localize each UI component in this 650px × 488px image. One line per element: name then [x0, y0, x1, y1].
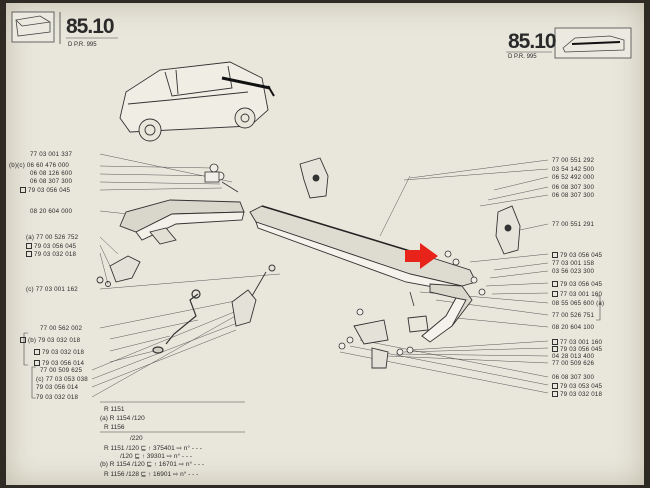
right-part-number: 06 08 307 300	[552, 374, 595, 381]
rubber-block-top	[299, 157, 329, 199]
right-part-number: 77 00 551 291	[552, 221, 595, 228]
left-part-number: (b)(c) 06 60 476 000	[9, 162, 70, 169]
right-part-number: 77 00 509 626	[552, 360, 595, 367]
bracket-left	[96, 255, 141, 287]
left-part-number: 06 08 307 300	[30, 178, 73, 185]
left-part-number: 79 03 032 018	[36, 394, 79, 401]
left-part-number: (a) 77 00 526 752	[26, 234, 79, 241]
right-part-number: 79 03 056 045	[552, 251, 602, 259]
left-part-number: 79 03 056 045	[20, 186, 70, 194]
page-number-right: 85.10	[508, 30, 557, 53]
page-ref-left: D P.R. 995	[68, 42, 97, 48]
marked-box-icon	[26, 243, 32, 249]
left-part-number: 77 03 001 337	[30, 151, 73, 158]
right-part-number: 08 20 604 100	[552, 324, 595, 331]
clip-lower	[353, 315, 429, 369]
table-row: (b) R 1154 /120 ⊑ ↑ 16701 ⇨ n° - - -	[100, 461, 205, 468]
highlight-arrow-icon	[405, 243, 438, 269]
left-part-number: 79 03 032 018	[34, 348, 84, 356]
bumper-right-end	[421, 283, 473, 343]
table-row: R 1151 /120 ⊑ ↑ 375401 ⇨ n° - - -	[104, 445, 202, 452]
marked-box-icon	[34, 349, 40, 355]
group-braces	[23, 295, 601, 399]
bumper-bar	[249, 205, 477, 293]
marked-box-icon	[552, 339, 558, 345]
table-row: (a) R 1154 /120	[100, 415, 145, 422]
right-part-number: 03 54 142 500	[552, 166, 595, 173]
right-part-number: 77 03 001 158	[552, 260, 595, 267]
left-part-number: (c) 77 03 001 162	[26, 286, 78, 293]
right-part-number: 04 28 013 400	[552, 353, 595, 360]
marked-box-icon	[34, 360, 40, 366]
car-illustration	[119, 61, 275, 142]
table-row: R 1151	[104, 406, 125, 413]
table-row: R 1156	[104, 424, 125, 431]
bumper-left-end	[119, 199, 245, 245]
bracket-center	[231, 264, 276, 327]
left-part-number: 06 08 126 600	[30, 170, 73, 177]
marked-box-icon	[552, 252, 558, 258]
marked-box-icon	[552, 391, 558, 397]
left-part-number: 77 00 562 002	[40, 325, 83, 332]
right-part-number: 03 56 023 300	[552, 268, 595, 275]
rubber-block-right	[495, 205, 521, 255]
right-part-number: 77 00 526 751	[552, 312, 595, 319]
marked-box-icon	[552, 346, 558, 352]
left-part-number: (c) 77 03 053 038	[36, 376, 88, 383]
table-row: /120 ⊑ ↑ 39301 ⇨ n° - - -	[120, 453, 193, 460]
left-part-number: 79 03 056 045	[26, 242, 76, 250]
left-part-number: (b) 79 03 032 018	[20, 336, 80, 344]
right-part-number: 77 03 001 160	[552, 290, 602, 298]
right-part-number: 79 03 056 045	[552, 345, 602, 353]
thumbnail-car-top	[554, 27, 632, 59]
support-rod	[152, 289, 201, 354]
left-part-number: 08 20 604 000	[30, 208, 73, 215]
page-number-left: 85.10	[66, 15, 115, 38]
thumbnail-bumper-left	[11, 11, 55, 43]
table-row: R 1156 /128 ⊑ ↑ 16901 ⇨ n° - - -	[104, 471, 199, 478]
table-row: /220	[130, 435, 143, 442]
marked-box-icon	[26, 251, 32, 257]
left-part-number: 79 03 056 014	[34, 359, 84, 367]
right-part-number: 08 55 065 600 (a)	[552, 300, 605, 307]
marked-box-icon	[552, 281, 558, 287]
marked-box-icon	[552, 383, 558, 389]
right-part-number: 06 08 307 300	[552, 184, 595, 191]
right-part-number: 79 03 056 045	[552, 280, 602, 288]
table-lines	[100, 401, 245, 433]
left-part-number: 77 00 509 625	[40, 367, 83, 374]
right-part-number: 79 03 032 018	[552, 390, 602, 398]
right-part-number: 06 52 492 000	[552, 174, 595, 181]
left-part-number: 79 03 056 014	[36, 384, 79, 391]
page-ref-right: D P.R. 995	[508, 54, 537, 60]
right-part-number: 06 08 307 300	[552, 192, 595, 199]
left-part-number: 79 03 032 018	[26, 250, 76, 258]
marked-box-icon	[20, 337, 26, 343]
right-part-number: 77 00 551 292	[552, 157, 595, 164]
marked-box-icon	[552, 291, 558, 297]
right-part-number: 79 03 053 045	[552, 382, 602, 390]
small-hardware	[204, 163, 486, 356]
right-part-number: 77 03 001 160	[552, 338, 602, 346]
marked-box-icon	[20, 187, 26, 193]
